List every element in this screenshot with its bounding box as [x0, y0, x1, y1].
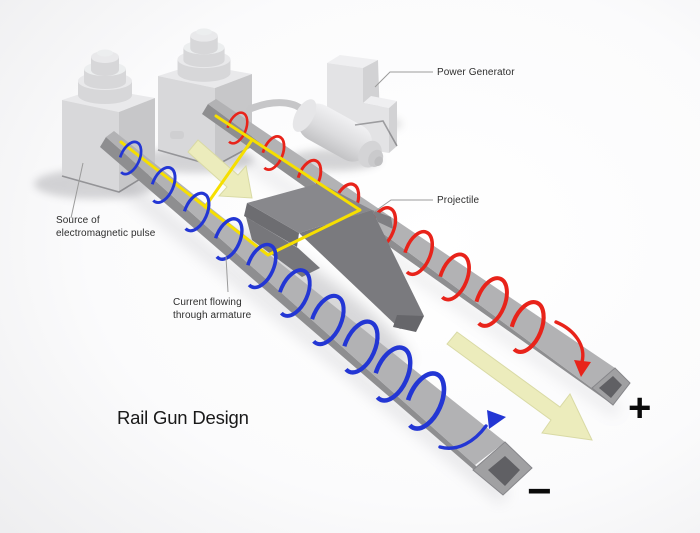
capacitor-top-icon [78, 49, 132, 104]
top-rail [202, 99, 631, 406]
pulse-source-block-2 [157, 28, 253, 167]
generator-cylinder [292, 99, 384, 168]
power-generator [246, 55, 398, 168]
magnetic-field-coil-blue [113, 137, 506, 450]
pulse-source-label-line1: Source of [56, 215, 100, 226]
negative-terminal-label: − [527, 467, 552, 514]
blue-coil-arrowhead-icon [487, 410, 506, 429]
armature-current-path [119, 114, 362, 257]
projectile-label: Projectile [437, 195, 480, 206]
magnetic-field-coil-red [221, 108, 591, 377]
pulse-source-label-line2: electromagnetic pulse [56, 228, 156, 239]
armature-current-label-line2: through armature [173, 310, 252, 321]
power-generator-label: Power Generator [437, 67, 515, 78]
diagram-title: Rail Gun Design [117, 407, 249, 428]
pulse-source-label: Source of electromagnetic pulse [56, 214, 155, 240]
projectile [244, 183, 424, 332]
armature-current-label-line1: Current flowing [173, 297, 242, 308]
force-arrow-upper [187, 139, 253, 199]
capacitor-top-icon [177, 28, 231, 82]
side-stub [170, 131, 184, 139]
force-arrow-lower [446, 331, 593, 441]
positive-terminal-label: + [628, 386, 652, 430]
red-coil-arrowhead-icon [574, 360, 591, 377]
leader-lines [70, 71, 433, 293]
armature-current-label: Current flowing through armature [173, 296, 251, 322]
